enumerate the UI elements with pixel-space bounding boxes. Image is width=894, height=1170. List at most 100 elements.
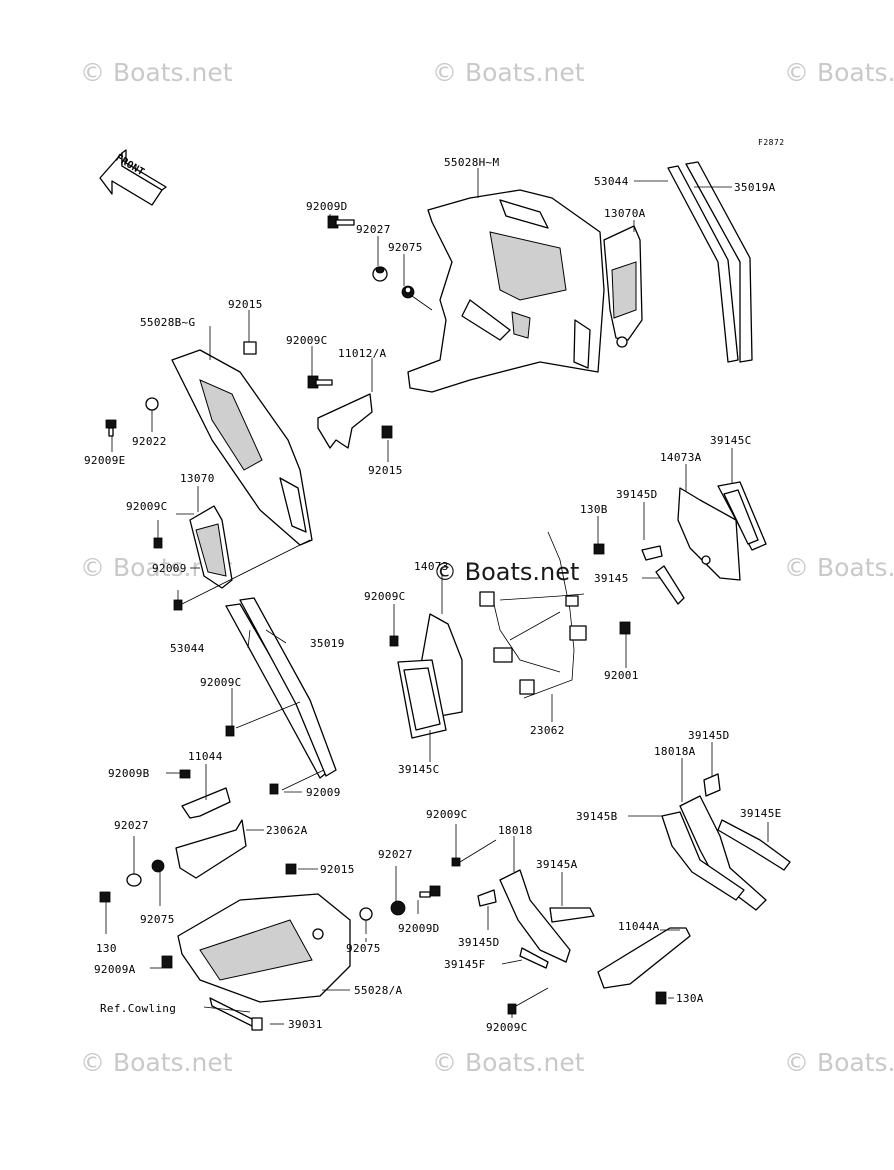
label-92027-lower: 92027 (114, 819, 149, 832)
bolt-92009C-lower (225, 725, 235, 737)
grommet-92075-lower (151, 859, 165, 873)
strip-39145 (655, 565, 685, 605)
bolt-92009C-last (507, 1003, 517, 1015)
bolt-92009C-mid (307, 375, 333, 389)
label-39145C-center: 39145C (398, 763, 440, 776)
label-55028HM: 55028H~M (444, 156, 500, 169)
bolt-92009A (161, 955, 173, 969)
label-92009C-bottom: 92009C (426, 808, 468, 821)
label-92009C-lower: 92009C (200, 676, 242, 689)
watermark: © Boats.net (432, 58, 585, 87)
side-cover-upper (407, 189, 605, 393)
cap-39031 (251, 1017, 263, 1031)
label-92009C-last: 92009C (486, 1021, 528, 1034)
bolt-92009C-bottom (451, 857, 461, 867)
washer-92027 (372, 266, 388, 282)
figure-code: F2872 (758, 138, 785, 147)
bolt-92009D-lower (419, 885, 441, 898)
washer-92027-center (390, 900, 406, 916)
label-92027-top: 92027 (356, 223, 391, 236)
label-55028A: 55028/A (354, 984, 403, 997)
strip-39145E (717, 819, 791, 871)
label-23062: 23062 (530, 724, 565, 737)
bracket-11044A (597, 927, 691, 989)
label-92015-left: 92015 (228, 298, 263, 311)
label-11044A: 11044A (618, 920, 660, 933)
label-92009D-lower: 92009D (398, 922, 440, 935)
bolt-92009-left (173, 599, 183, 611)
label-35019: 35019 (310, 637, 345, 650)
label-18018A: 18018A (654, 745, 696, 758)
label-39145F: 39145F (444, 958, 486, 971)
bolt-92009B (179, 769, 191, 779)
bolt-130 (99, 891, 111, 903)
bolt-92009D (327, 215, 355, 229)
label-92022: 92022 (132, 435, 167, 448)
label-92009B: 92009B (108, 767, 150, 780)
label-35019A: 35019A (734, 181, 776, 194)
clip-92015-lower (285, 863, 297, 875)
label-14073A: 14073A (660, 451, 702, 464)
watermark: © Boats.net (784, 553, 894, 582)
watermark: © Boats.net (784, 58, 894, 87)
label-13070: 13070 (180, 472, 215, 485)
label-39145A: 39145A (536, 858, 578, 871)
label-39145: 39145 (594, 572, 629, 585)
label-14073: 14073 (414, 560, 449, 573)
grommet-92075-center (359, 907, 373, 921)
label-39145D-lower: 39145D (458, 936, 500, 949)
under-cover-55028A (177, 893, 351, 1003)
strip-39145D-right (703, 773, 721, 797)
grommet-92075 (401, 285, 415, 299)
frame-23062 (479, 531, 587, 699)
label-92015-mid: 92015 (368, 464, 403, 477)
bracket-23062A (175, 819, 247, 879)
bolt-92009C-center (389, 635, 399, 647)
bolt-130B (593, 543, 605, 555)
label-92075-center: 92075 (140, 913, 175, 926)
label-23062A: 23062A (266, 824, 308, 837)
label-55028BG: 55028B~G (140, 316, 196, 329)
watermark: © Boats.net (433, 558, 580, 586)
bracket-13070 (189, 505, 233, 589)
strip-35019A (667, 161, 753, 363)
label-11012A: 11012/A (338, 347, 387, 360)
label-92009D-top: 92009D (306, 200, 348, 213)
front-arrow-icon (99, 149, 167, 206)
bolt-92009C-left (153, 537, 163, 549)
washer-92027-lower (126, 873, 142, 887)
label-53044-mid: 53044 (170, 642, 205, 655)
label-92009C-mid: 92009C (286, 334, 328, 347)
bracket-18018A (661, 795, 767, 911)
clip-92015-mid (381, 425, 393, 439)
label-92009C-left: 92009C (126, 500, 168, 513)
strip-39145F (519, 947, 549, 969)
bracket-11012A (317, 393, 373, 449)
label-92009-lower: 92009 (306, 786, 341, 799)
label-39031: 39031 (288, 1018, 323, 1031)
duct-14073 (397, 613, 463, 739)
label-92001: 92001 (604, 669, 639, 682)
strip-39145A (549, 907, 595, 923)
strip-35019 (225, 597, 337, 779)
watermark: © Boats.net (784, 1048, 894, 1077)
label-92009E: 92009E (84, 454, 126, 467)
label-18018: 18018 (498, 824, 533, 837)
label-11044: 11044 (188, 750, 223, 763)
side-cover-left (171, 349, 313, 546)
duct-14073A (677, 481, 767, 581)
bracket-11044 (181, 787, 231, 819)
washer-92022 (145, 397, 159, 411)
label-39145D-top: 39145D (616, 488, 658, 501)
tube-39031 (209, 997, 257, 1029)
bolt-92009-lower (269, 783, 279, 795)
clip-92015 (243, 341, 257, 355)
bracket-18018 (477, 869, 571, 963)
bolt-92001 (619, 621, 631, 635)
label-92009A: 92009A (94, 963, 136, 976)
watermark: © Boats.net (80, 58, 233, 87)
leader-lines (105, 168, 769, 1025)
label-39145C-right: 39145C (710, 434, 752, 447)
